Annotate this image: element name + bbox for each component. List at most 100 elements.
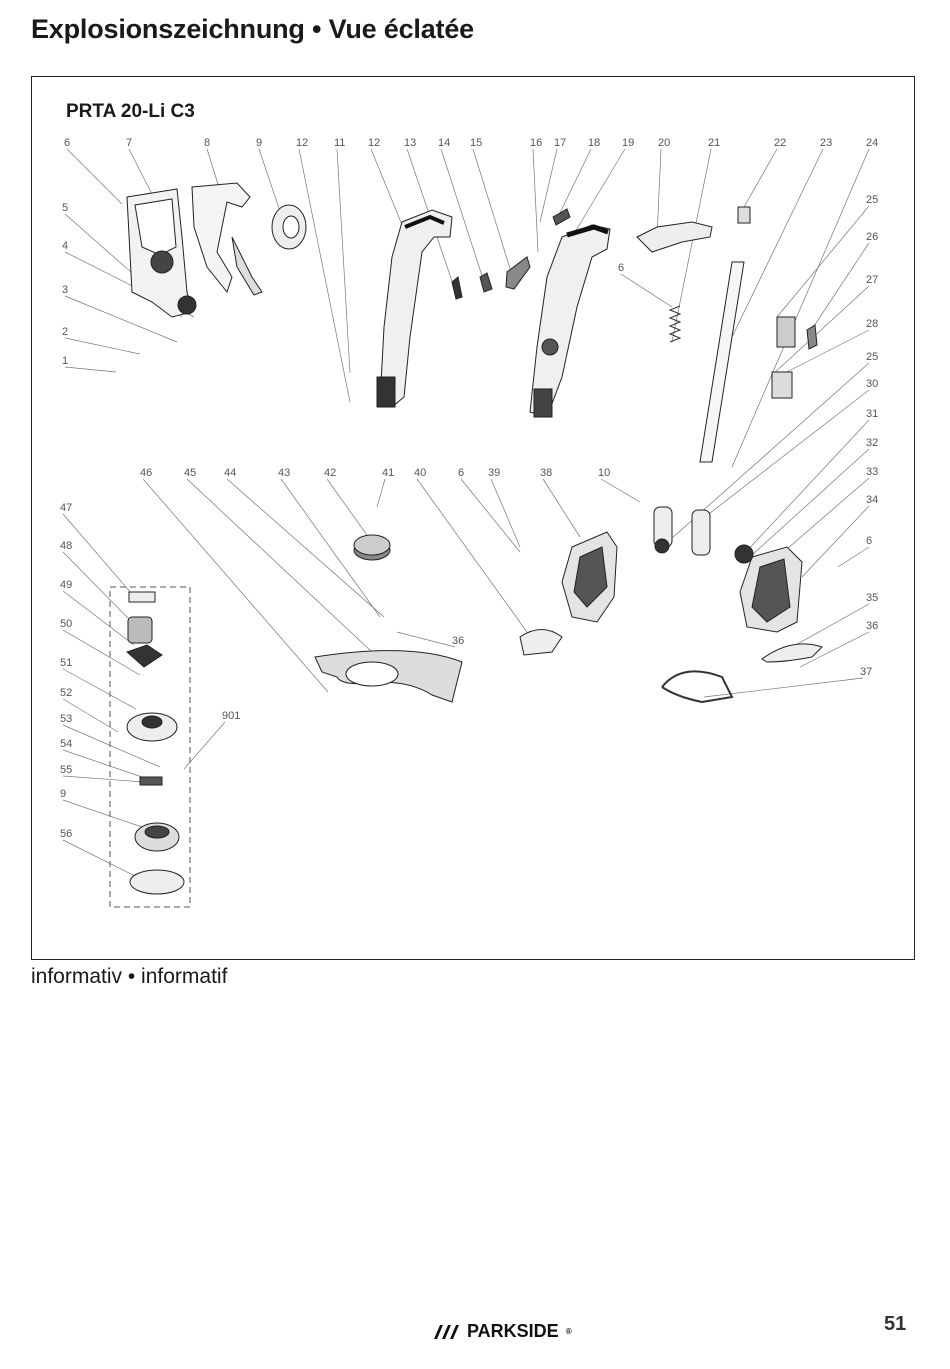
part-number-label: 37 bbox=[860, 666, 872, 678]
leader-line bbox=[731, 148, 870, 468]
part-number-label: 31 bbox=[866, 408, 878, 420]
leader-line bbox=[326, 478, 373, 543]
model-name: PRTA 20-Li C3 bbox=[66, 101, 195, 122]
leader-line bbox=[226, 478, 385, 618]
part-number-label: 14 bbox=[438, 137, 450, 149]
part-number-label: 36 bbox=[866, 620, 878, 632]
leader-line bbox=[472, 148, 513, 276]
part-number-label: 3 bbox=[62, 284, 68, 296]
leader-line bbox=[656, 148, 662, 238]
part-number-label: 40 bbox=[414, 467, 426, 479]
brand-slashes-icon bbox=[434, 1324, 459, 1339]
part-number-label: 25 bbox=[866, 194, 878, 206]
exploded-view-frame: PRTA 20-Li C3 bbox=[31, 76, 915, 960]
part-number-label: 11 bbox=[334, 137, 345, 149]
parkside-logo: PARKSIDE® bbox=[430, 1321, 572, 1342]
part-number-label: 17 bbox=[554, 137, 566, 149]
leader-line bbox=[600, 478, 641, 503]
part-number-label: 54 bbox=[60, 738, 72, 750]
part-number-label: 20 bbox=[658, 137, 670, 149]
leader-line bbox=[258, 148, 283, 218]
leader-line bbox=[64, 366, 117, 373]
leader-line bbox=[691, 389, 870, 528]
part-number-label: 15 bbox=[470, 137, 482, 149]
part-number-label: 47 bbox=[60, 502, 72, 514]
part-number-label: 51 bbox=[60, 657, 72, 669]
part-number-label: 12 bbox=[368, 137, 380, 149]
part-number-label: 8 bbox=[204, 137, 210, 149]
leader-line bbox=[809, 242, 870, 333]
leader-line bbox=[490, 478, 521, 548]
part-number-label: 16 bbox=[530, 137, 542, 149]
leader-line bbox=[539, 148, 558, 223]
part-number-label: 32 bbox=[866, 437, 878, 449]
leader-line bbox=[771, 285, 870, 376]
part-number-label: 46 bbox=[140, 467, 152, 479]
leader-line bbox=[571, 148, 626, 238]
part-number-label: 18 bbox=[588, 137, 600, 149]
leader-line bbox=[743, 419, 870, 555]
part-number-label: 36 bbox=[452, 635, 464, 647]
part-number-label: 7 bbox=[126, 137, 132, 149]
part-number-label: 2 bbox=[62, 326, 68, 338]
part-number-label: 42 bbox=[324, 467, 336, 479]
part-number-label: 44 bbox=[224, 467, 236, 479]
leader-line bbox=[62, 668, 137, 710]
part-number-label: 52 bbox=[60, 687, 72, 699]
part-number-label: 27 bbox=[866, 274, 878, 286]
part-number-label: 6 bbox=[64, 137, 70, 149]
part-number-label: 45 bbox=[184, 467, 196, 479]
caption-note: informativ • informatif bbox=[31, 965, 228, 988]
part-number-label: 22 bbox=[774, 137, 786, 149]
leader-line bbox=[298, 148, 351, 403]
part-number-label: 34 bbox=[866, 494, 878, 506]
part-number-label: 24 bbox=[866, 137, 878, 149]
leader-line bbox=[837, 546, 870, 568]
leader-line bbox=[186, 478, 373, 653]
part-number-label: 41 bbox=[382, 467, 394, 479]
part-number-label: 1 bbox=[62, 355, 68, 367]
leader-line bbox=[62, 799, 143, 828]
leader-line bbox=[62, 724, 161, 768]
part-number-label: 56 bbox=[60, 828, 72, 840]
leader-line bbox=[620, 273, 673, 308]
part-number-label: 13 bbox=[404, 137, 416, 149]
part-number-label: 19 bbox=[622, 137, 634, 149]
part-number-label: 30 bbox=[866, 378, 878, 390]
part-number-label: 6 bbox=[866, 535, 872, 547]
leader-line bbox=[336, 148, 351, 374]
leader-line bbox=[671, 148, 712, 343]
leader-line bbox=[743, 148, 778, 208]
part-number-label: 50 bbox=[60, 618, 72, 630]
leader-line bbox=[62, 839, 148, 883]
part-number-label: 25 bbox=[866, 351, 878, 363]
leader-line bbox=[62, 775, 145, 783]
leader-line bbox=[64, 295, 178, 343]
leader-line bbox=[751, 448, 870, 556]
leader-line bbox=[62, 749, 143, 778]
leader-line bbox=[370, 148, 408, 238]
leader-line bbox=[532, 148, 539, 253]
part-number-label: 38 bbox=[540, 467, 552, 479]
leader-line bbox=[62, 551, 133, 623]
leader-line bbox=[776, 205, 870, 318]
leader-line bbox=[66, 148, 123, 205]
part-number-label: 6 bbox=[618, 262, 624, 274]
leader-line bbox=[776, 329, 870, 378]
part-number-label: 5 bbox=[62, 202, 68, 214]
part-number-label: 49 bbox=[60, 579, 72, 591]
leader-line bbox=[460, 478, 521, 553]
part-number-label: 23 bbox=[820, 137, 832, 149]
part-number-label: 12 bbox=[296, 137, 308, 149]
part-number-label: 39 bbox=[488, 467, 500, 479]
part-number-label: 901 bbox=[222, 710, 240, 722]
part-number-label: 55 bbox=[60, 764, 72, 776]
brand-name: PARKSIDE bbox=[467, 1321, 559, 1341]
leader-line bbox=[416, 478, 533, 640]
leader-line bbox=[791, 603, 870, 648]
leader-line bbox=[64, 337, 141, 355]
part-number-label: 10 bbox=[598, 467, 610, 479]
leader-line bbox=[62, 590, 135, 646]
leader-line bbox=[731, 148, 824, 338]
